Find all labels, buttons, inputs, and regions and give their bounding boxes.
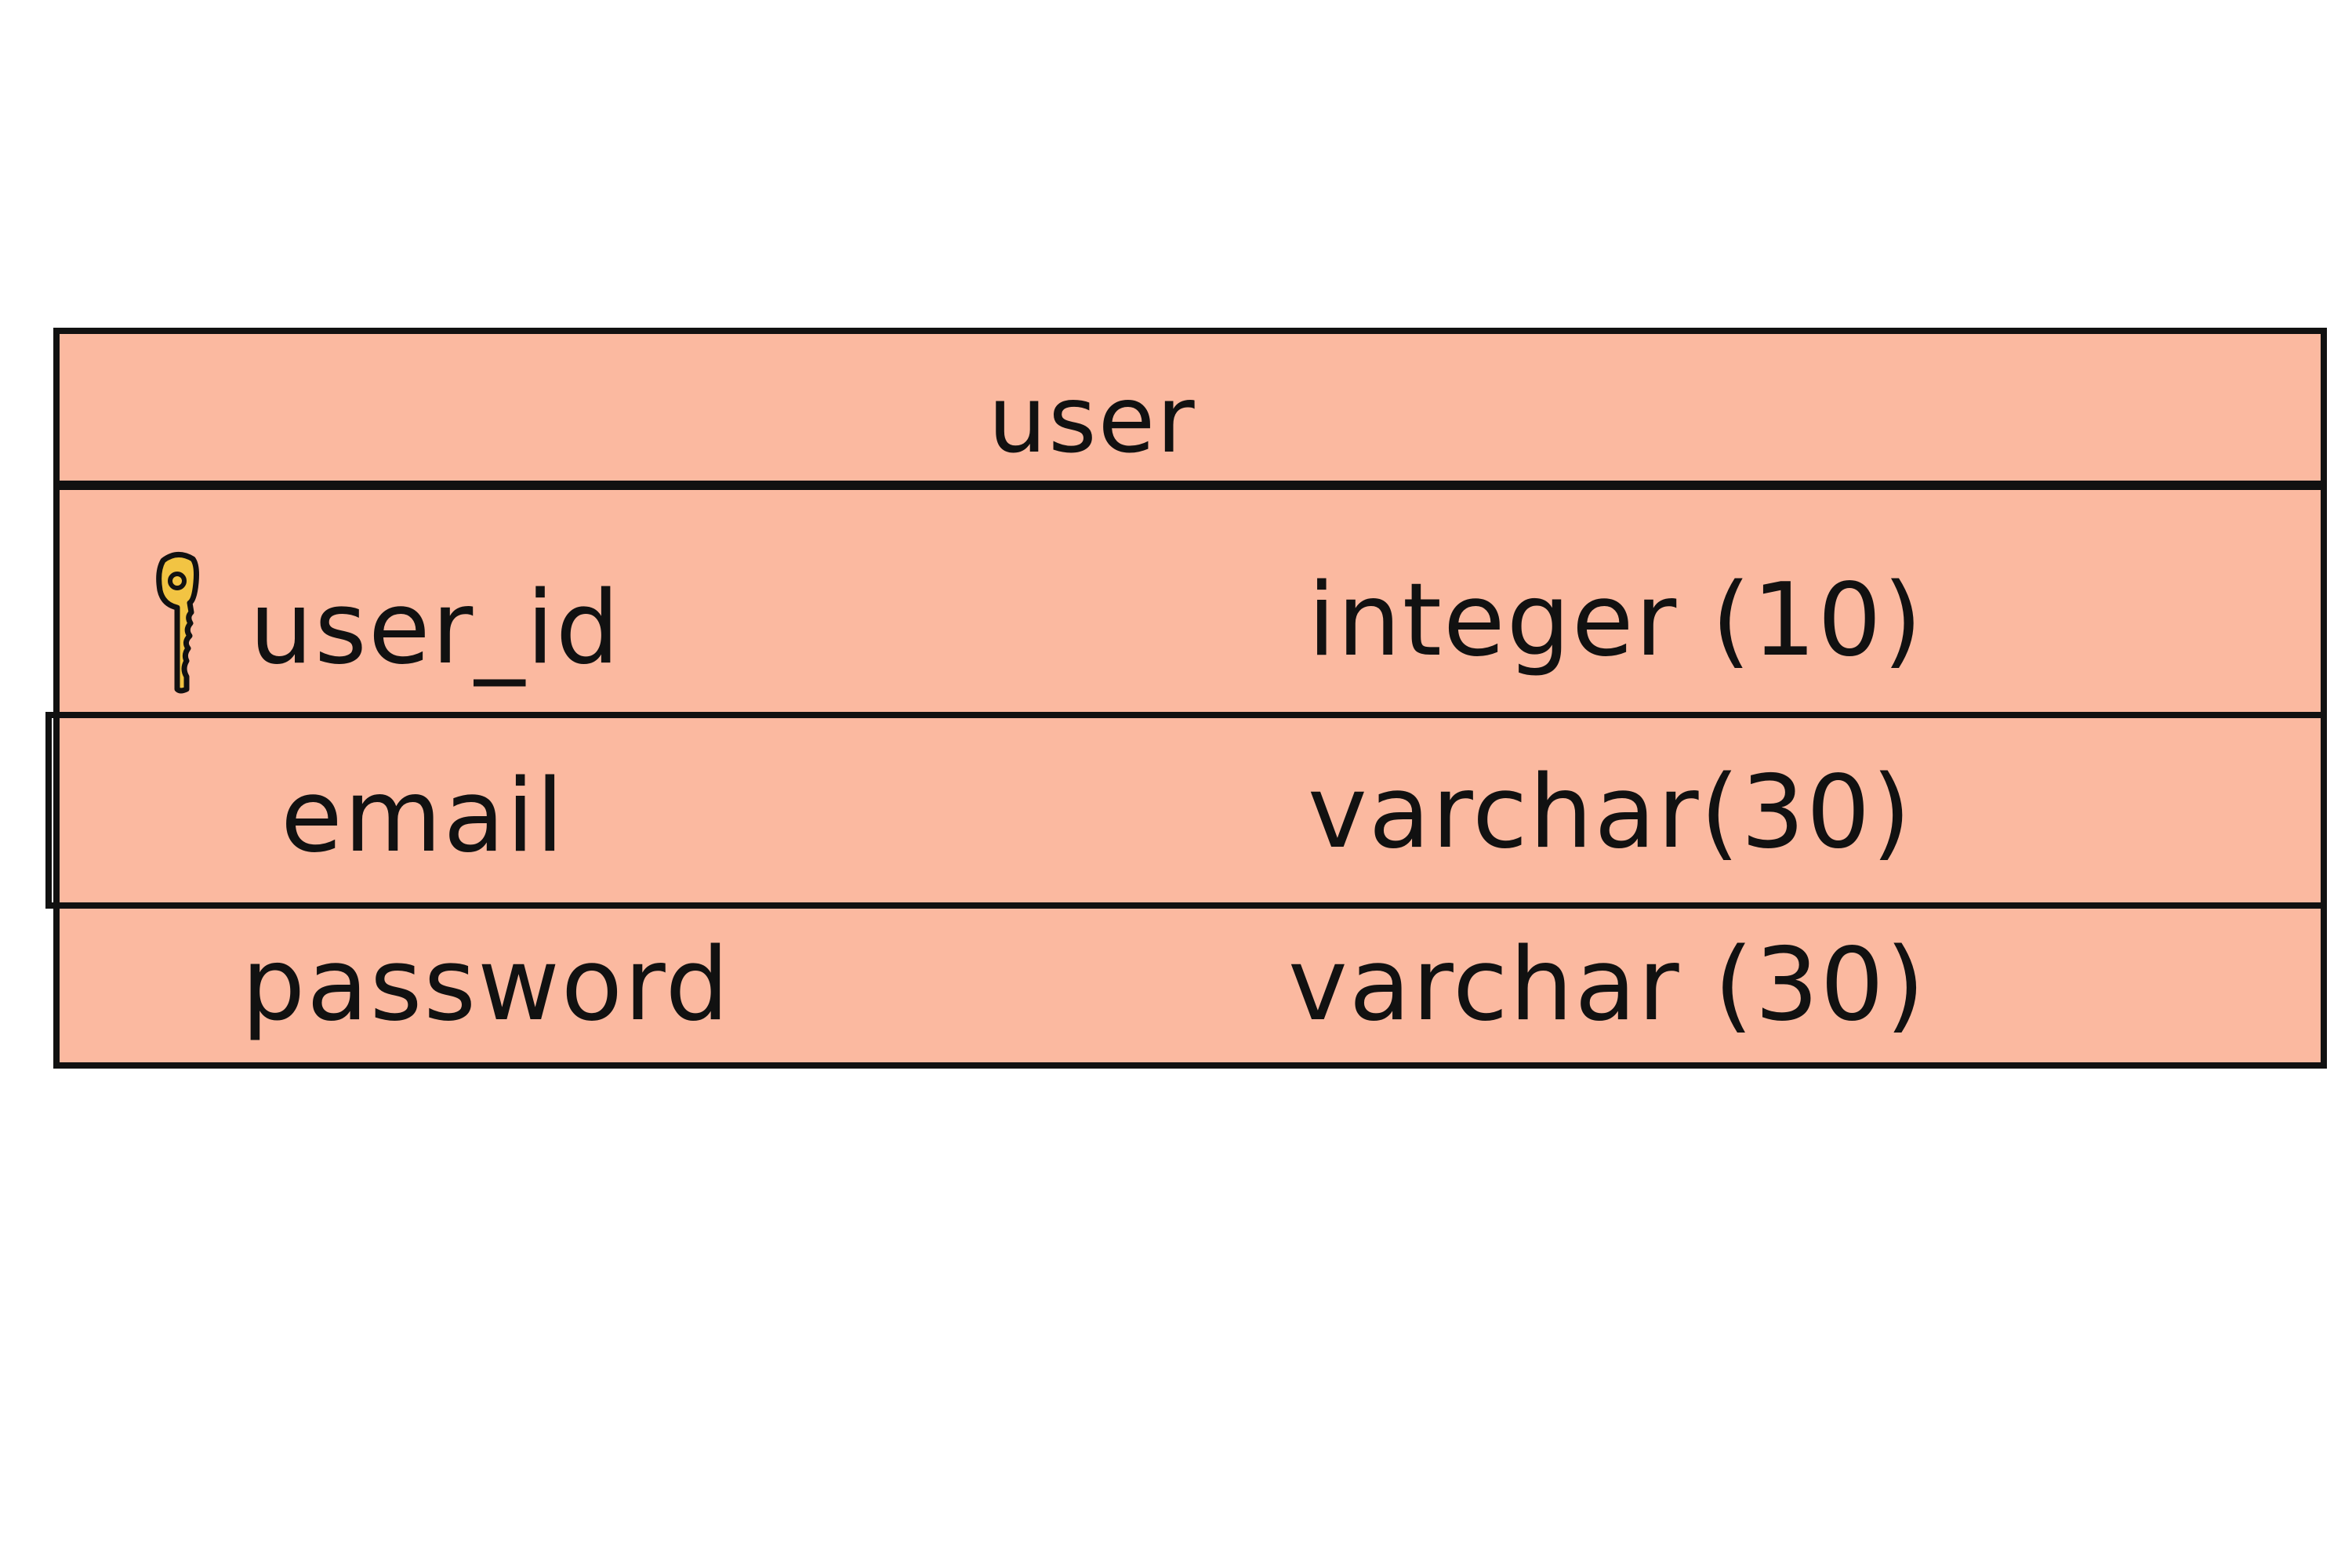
- entity-top-border: [53, 328, 2327, 334]
- field-name-user-id: user_id: [249, 570, 621, 687]
- entity-title: user: [988, 365, 1196, 474]
- field-name-email: email: [281, 758, 565, 875]
- key-icon: [156, 552, 199, 694]
- entity-bottom-border: [53, 1062, 2327, 1069]
- field-type-email: varchar(30): [1308, 754, 1913, 871]
- row-divider-1: [47, 712, 2321, 718]
- row-2-left-edge: [45, 712, 52, 909]
- field-type-user-id: integer (10): [1308, 562, 1924, 679]
- entity-left-border: [53, 328, 60, 1069]
- entity-table-user: user user_id integer (10) email varchar(…: [45, 328, 2327, 1069]
- header-divider: [53, 481, 2327, 490]
- field-type-password: varchar (30): [1288, 927, 1926, 1044]
- field-name-password: password: [241, 927, 731, 1044]
- entity-right-border: [2321, 328, 2327, 1069]
- row-divider-2: [47, 902, 2321, 909]
